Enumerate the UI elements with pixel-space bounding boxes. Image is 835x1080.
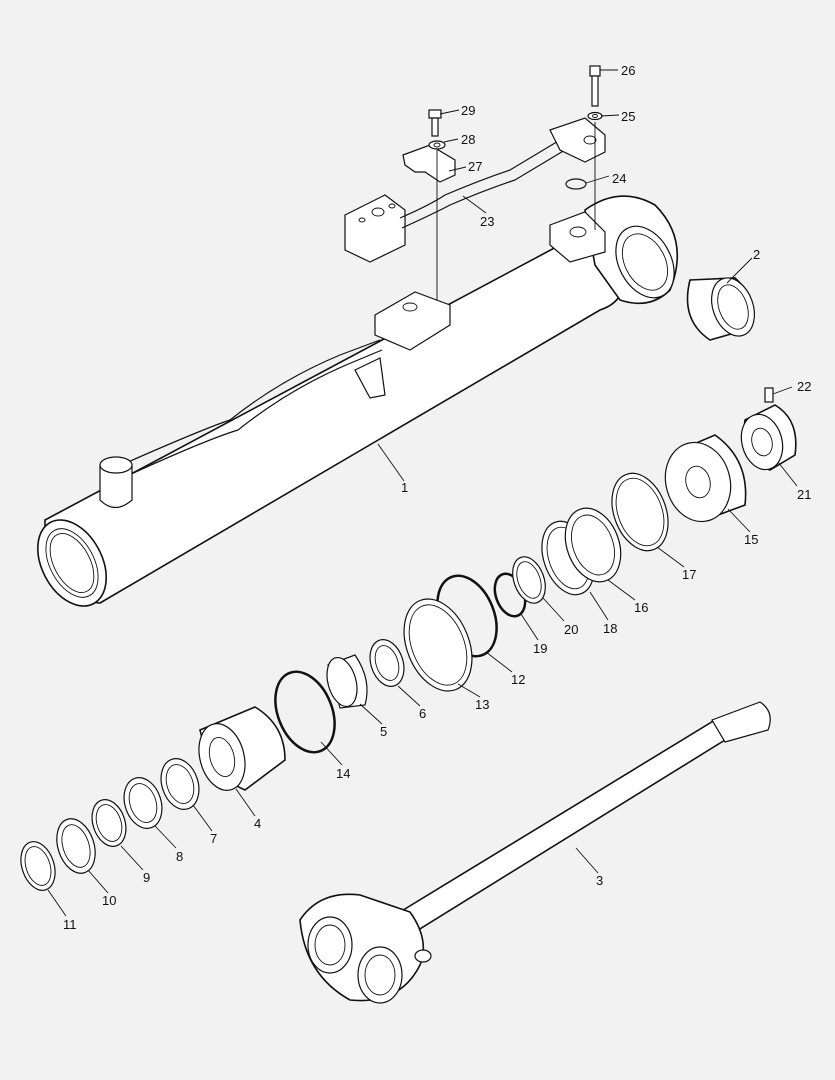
seals xyxy=(20,472,669,891)
callout-6: 6 xyxy=(419,706,426,721)
callout-29: 29 xyxy=(461,103,475,118)
callout-23: 23 xyxy=(480,214,494,229)
callout-4: 4 xyxy=(254,816,261,831)
callout-18: 18 xyxy=(603,621,617,636)
piston-rod xyxy=(299,701,771,1004)
piston xyxy=(664,434,747,523)
callout-19: 19 xyxy=(533,641,547,656)
callout-9: 9 xyxy=(143,870,150,885)
fasteners xyxy=(428,65,603,300)
pipe-assembly xyxy=(344,117,606,263)
callout-3: 3 xyxy=(596,873,603,888)
callout-2: 2 xyxy=(753,247,760,262)
leader-lines xyxy=(47,69,798,917)
callout-21: 21 xyxy=(797,487,811,502)
callout-17: 17 xyxy=(682,567,696,582)
gland-head xyxy=(198,706,286,791)
callout-12: 12 xyxy=(511,672,525,687)
callout-10: 10 xyxy=(102,893,116,908)
callout-16: 16 xyxy=(634,600,648,615)
nut xyxy=(740,387,797,471)
callout-20: 20 xyxy=(564,622,578,637)
callout-7: 7 xyxy=(210,831,217,846)
callout-14: 14 xyxy=(336,766,350,781)
callout-27: 27 xyxy=(468,159,482,174)
cylinder-barrel xyxy=(37,195,678,607)
callout-5: 5 xyxy=(380,724,387,739)
callout-13: 13 xyxy=(475,697,489,712)
callout-22: 22 xyxy=(797,379,811,394)
callout-24: 24 xyxy=(612,171,626,186)
callout-11: 11 xyxy=(63,917,77,932)
callout-25: 25 xyxy=(621,109,635,124)
callout-15: 15 xyxy=(744,532,758,547)
callout-labels: 1 2 3 4 5 6 7 8 9 10 11 12 13 14 15 16 1… xyxy=(63,63,811,932)
callout-28: 28 xyxy=(461,132,475,147)
callout-1: 1 xyxy=(401,480,408,495)
callout-26: 26 xyxy=(621,63,635,78)
callout-8: 8 xyxy=(176,849,183,864)
bushing xyxy=(686,277,756,341)
